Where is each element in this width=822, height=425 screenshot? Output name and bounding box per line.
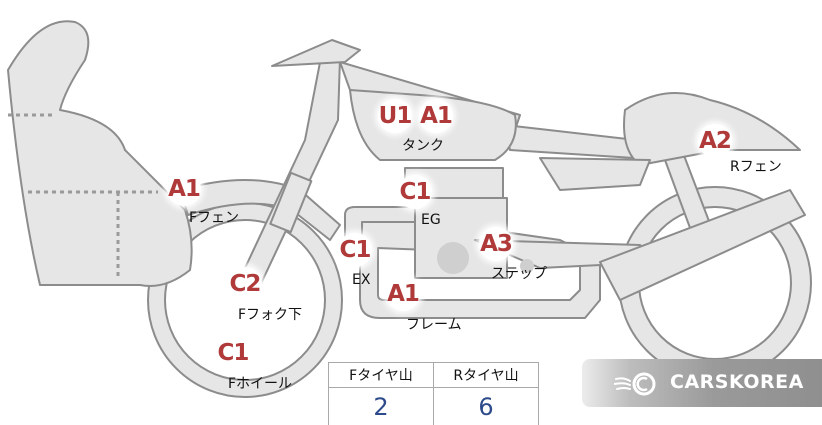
grade-badge-engine: C1 <box>398 175 432 209</box>
part-label-frame: フレーム <box>406 317 462 333</box>
handlebar-shape <box>271 39 361 67</box>
brand-name: CARSKOREA <box>670 371 804 393</box>
part-label-tank: タンク <box>402 138 444 154</box>
rear-swingarm <box>599 189 806 301</box>
grade-badge-exhaust: C1 <box>338 233 372 267</box>
grade-badge-front-wheel: C1 <box>216 336 250 370</box>
part-label-engine: EG <box>421 212 441 228</box>
engine-cover <box>437 242 469 274</box>
part-label-front-wheel: Fホイール <box>228 376 293 392</box>
part-label-step: ステップ <box>491 266 547 282</box>
part-label-front-fork: Fフォク下 <box>238 307 303 323</box>
step-peg <box>520 259 534 273</box>
tire-tread-table: Fタイヤ山 Rタイヤ山 2 6 <box>328 362 539 425</box>
grade-badge-front-fork: C2 <box>228 267 262 301</box>
seat-base <box>539 157 651 191</box>
front-tread-value: 2 <box>328 387 434 425</box>
front-cowl-shape <box>7 20 193 287</box>
front-tread-header: Fタイヤ山 <box>328 362 434 388</box>
frame-shape <box>349 209 601 319</box>
grade-badge-step: A3 <box>479 227 513 261</box>
brand-watermark: CARSKOREA <box>582 359 822 407</box>
rear-tread-header: Rタイヤ山 <box>433 362 539 388</box>
grade-badge-front-fender: A1 <box>167 172 201 206</box>
part-label-front-fender: Fフェン <box>189 210 240 226</box>
cowl-dashed-lines <box>8 113 158 280</box>
grade-badge-tank-1: U1 <box>378 99 412 133</box>
part-label-exhaust: EX <box>352 272 371 288</box>
grade-badge-frame: A1 <box>386 277 420 311</box>
rear-tread-value: 6 <box>433 387 539 425</box>
grade-badge-rear-fender: A2 <box>698 124 732 158</box>
flame-c-logo-icon <box>614 372 656 396</box>
front-fork-lower <box>269 171 313 234</box>
part-label-rear-fender: Rフェン <box>730 159 782 175</box>
grade-badge-tank-2: A1 <box>419 99 453 133</box>
